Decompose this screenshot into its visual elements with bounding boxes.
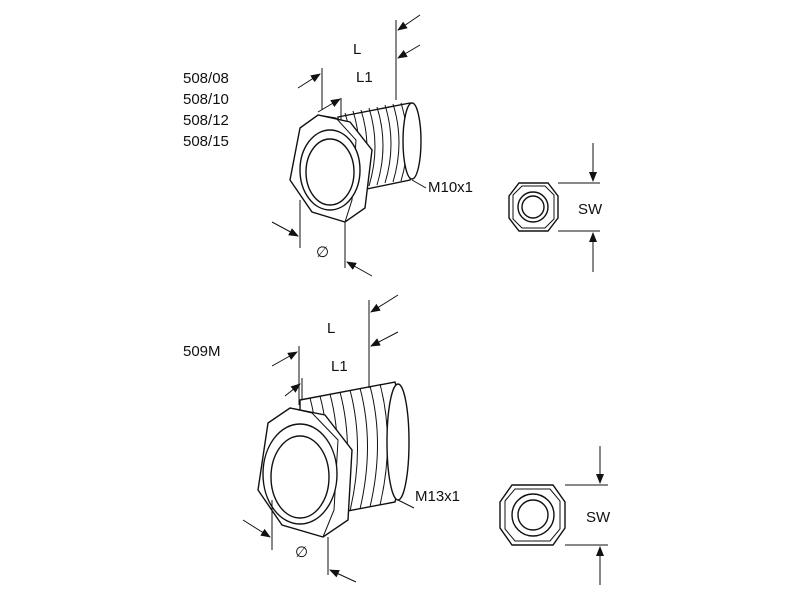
top-dim-L1-label: L1 — [356, 69, 373, 86]
top-thread-label: M10x1 — [428, 179, 473, 196]
variant-label-508-12: 508/12 — [183, 112, 229, 129]
top-hex-end-view — [508, 143, 600, 272]
bottom-assembly: 509M — [183, 294, 611, 585]
top-sw-label: SW — [578, 201, 603, 218]
variant-label-508-15: 508/15 — [183, 133, 229, 150]
top-hex-nut — [289, 114, 373, 223]
bottom-dim-L1-label: L1 — [331, 358, 348, 375]
variant-label-508-08: 508/08 — [183, 70, 229, 87]
bottom-diameter-symbol: ∅ — [295, 544, 308, 561]
bottom-hex-end-view — [499, 446, 608, 585]
variant-label-509M: 509M — [183, 343, 221, 360]
bottom-sw-label: SW — [586, 509, 611, 526]
top-dim-L-label: L — [353, 41, 361, 58]
top-assembly: 508/08 508/10 508/12 508/15 — [183, 14, 603, 277]
bottom-dim-lines — [242, 294, 415, 583]
bottom-dim-L-label: L — [327, 320, 335, 337]
bottom-hex-nut — [257, 407, 353, 538]
bottom-thread-label: M13x1 — [415, 488, 460, 505]
top-dim-lines — [271, 14, 427, 277]
variant-label-508-10: 508/10 — [183, 91, 229, 108]
top-diameter-symbol: ∅ — [316, 244, 329, 261]
